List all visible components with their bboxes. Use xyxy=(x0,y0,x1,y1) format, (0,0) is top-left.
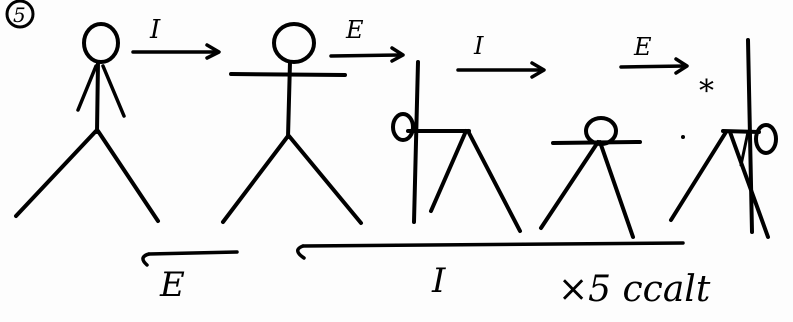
arrow-4: E xyxy=(619,33,689,75)
stray-dot xyxy=(681,135,685,139)
figure-2-arms-out xyxy=(221,22,363,225)
arrow-1: I xyxy=(131,15,221,60)
figure-5-side-bend-mirrored xyxy=(669,38,778,239)
return-e-label: E xyxy=(159,265,185,305)
arrow-4-label: E xyxy=(633,33,652,61)
arrow-2-label: E xyxy=(345,16,364,44)
arrow-1-label: I xyxy=(149,15,161,45)
figure-4-forward-fold xyxy=(539,116,642,239)
return-arrow-inhale: I xyxy=(296,241,685,301)
arrow-2: E xyxy=(329,16,405,63)
step-number-badge: 5 xyxy=(5,0,35,29)
arrow-3-label: I xyxy=(473,32,484,60)
figure-3-side-bend xyxy=(391,60,522,233)
figure-1-standing xyxy=(14,22,160,223)
step-number: 5 xyxy=(13,3,26,27)
arrow-3: I xyxy=(456,32,546,79)
repeat-note: ×5 ccalt xyxy=(558,269,711,310)
return-i-label: I xyxy=(431,261,446,301)
asterisk-mark: * xyxy=(699,74,714,109)
return-arrow-exhale: E xyxy=(141,250,239,305)
